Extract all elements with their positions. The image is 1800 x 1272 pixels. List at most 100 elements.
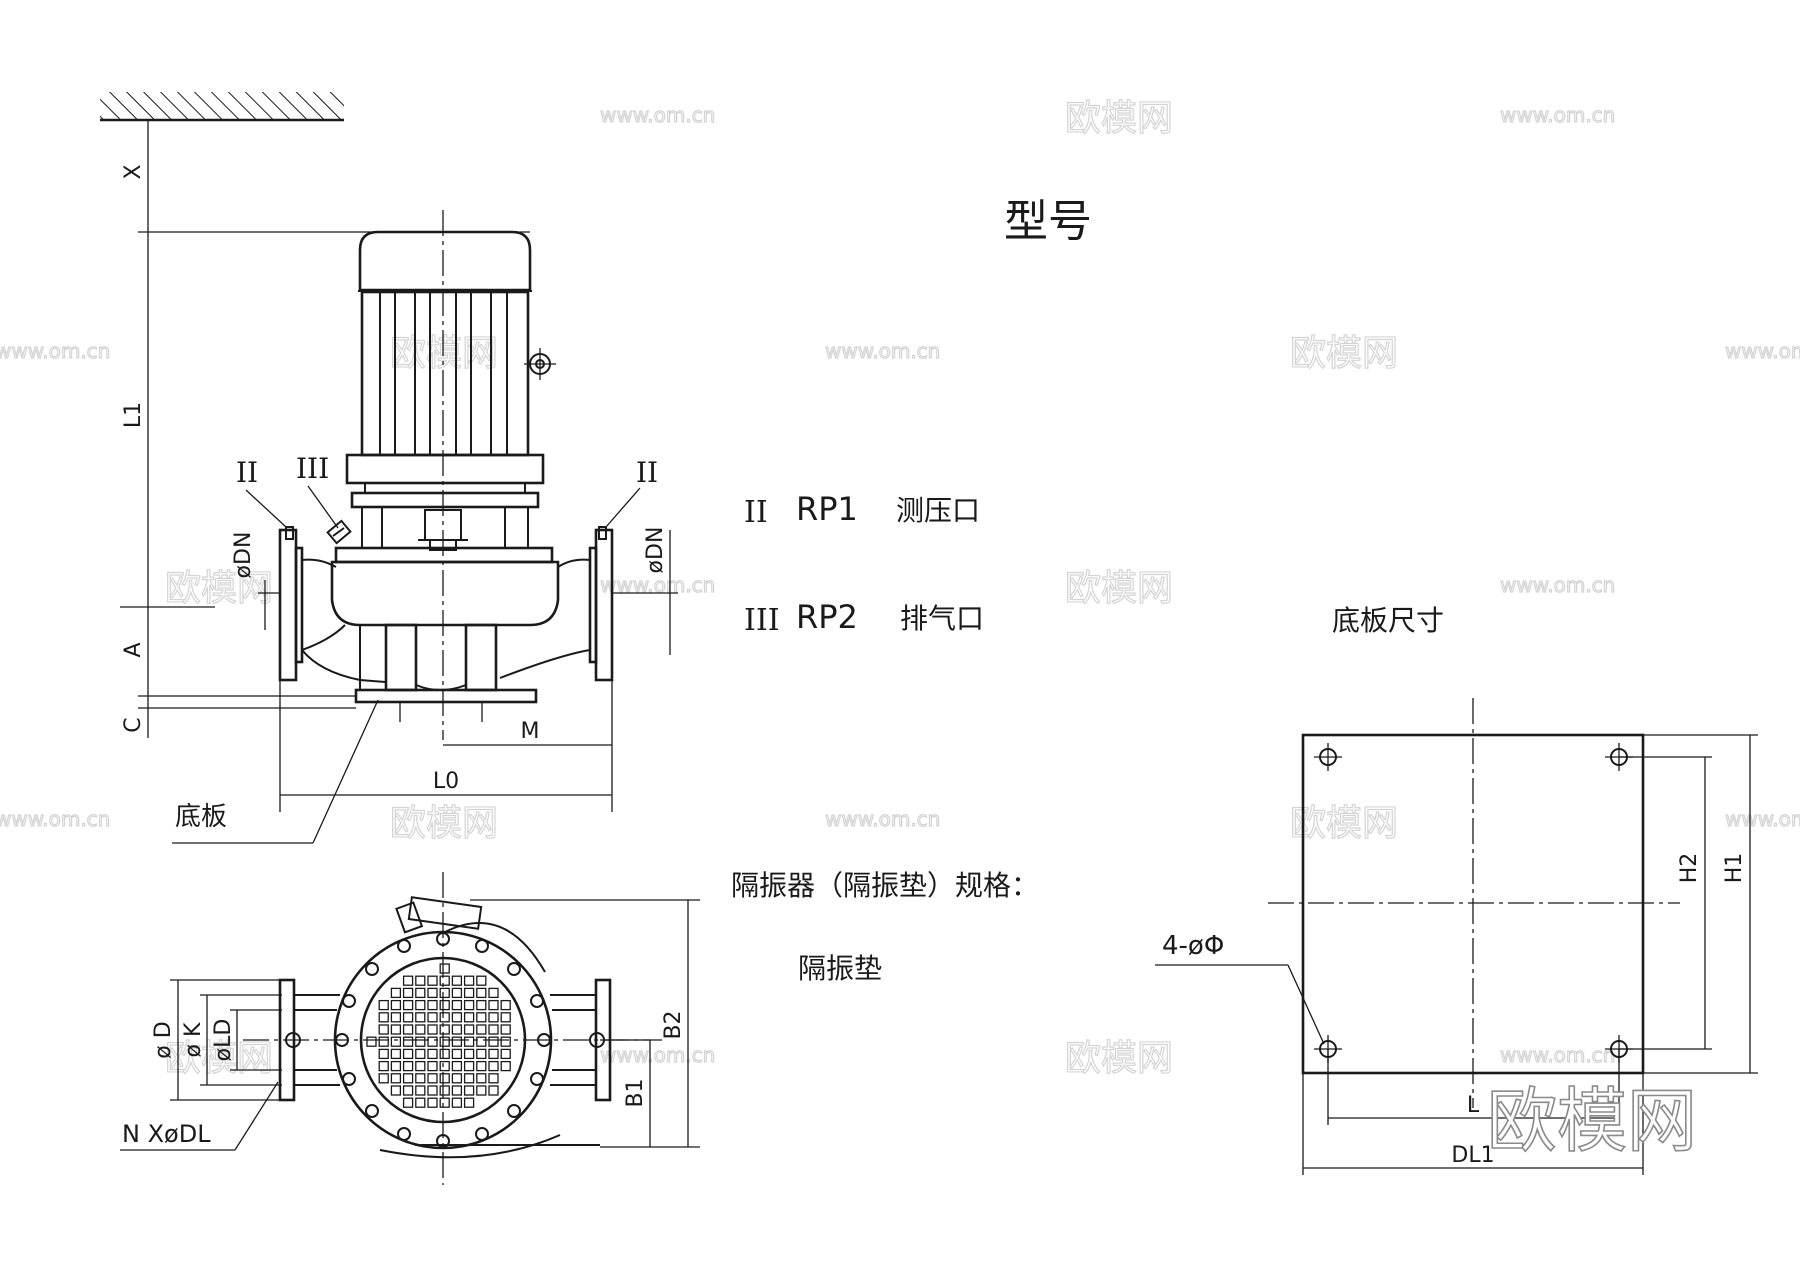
legend-roman: II bbox=[744, 495, 768, 530]
grill-cell bbox=[488, 987, 499, 999]
legend-roman: III bbox=[744, 603, 780, 638]
grill-cell bbox=[476, 1073, 487, 1084]
grill-cell bbox=[439, 987, 450, 999]
marker-ii-right: II bbox=[636, 456, 658, 489]
grill-cell bbox=[427, 1097, 438, 1108]
grill-cell bbox=[500, 999, 511, 1011]
grill-cell bbox=[415, 1012, 426, 1023]
dim-k-label: ø K bbox=[181, 1022, 206, 1057]
grill-cell bbox=[488, 999, 499, 1011]
grill-cell bbox=[427, 1060, 438, 1072]
grill-cell bbox=[463, 975, 475, 986]
grill-cell bbox=[427, 1012, 438, 1023]
bolt-holes bbox=[335, 932, 551, 1148]
grill-cell bbox=[390, 1048, 402, 1060]
grill-cell bbox=[402, 1060, 414, 1072]
marker-iii: III bbox=[296, 452, 329, 485]
dim-l0-label: L0 bbox=[433, 769, 459, 794]
port-legend: II RP1 测压口 III RP2 排气口 bbox=[744, 490, 984, 638]
page-title: 型号 bbox=[1004, 196, 1092, 247]
grill-cell bbox=[463, 1048, 475, 1060]
watermark-brand: 欧模网 bbox=[1065, 1038, 1173, 1079]
grill-cell bbox=[451, 975, 463, 986]
grill-cell bbox=[500, 1036, 511, 1047]
grill-cell bbox=[488, 1060, 499, 1072]
ceiling-hatch bbox=[100, 92, 344, 122]
grill-cell bbox=[451, 1060, 463, 1072]
dim-h1-label: H1 bbox=[1722, 853, 1747, 884]
grill-cell bbox=[402, 1097, 414, 1108]
grill-cell bbox=[378, 1036, 389, 1047]
watermark-brand: 欧模网 bbox=[390, 333, 498, 374]
grill-cell bbox=[402, 1048, 414, 1060]
grill-cell bbox=[366, 1036, 377, 1047]
grill-cell bbox=[451, 1073, 463, 1084]
grill-cell bbox=[378, 1048, 389, 1060]
legend-code: RP1 bbox=[796, 490, 858, 528]
grill-cell bbox=[476, 1085, 487, 1096]
grill-cell bbox=[488, 1048, 499, 1060]
watermark-brand: 欧模网 bbox=[165, 1038, 273, 1079]
watermark-url: www.om.cn bbox=[1500, 103, 1615, 127]
grill-cell bbox=[390, 999, 402, 1011]
grill-cell bbox=[500, 1024, 511, 1035]
watermark-url: www.om.cn bbox=[1500, 1043, 1615, 1067]
watermark-brand: 欧模网 bbox=[1065, 568, 1173, 609]
grill-cell bbox=[415, 987, 426, 999]
grill-cell bbox=[451, 1085, 463, 1096]
grill-cell bbox=[402, 975, 414, 986]
grill-cell bbox=[378, 1012, 389, 1023]
legend-desc: 测压口 bbox=[896, 494, 980, 527]
grill-cell bbox=[402, 1073, 414, 1084]
top-view-dimensions: ø D ø K øLD N XøDL B1 B2 bbox=[120, 899, 700, 1151]
grill-cell bbox=[427, 999, 438, 1011]
dim-l-label: L bbox=[1467, 1093, 1480, 1118]
grill-cell bbox=[415, 1073, 426, 1084]
grill-cell bbox=[402, 1024, 414, 1035]
grill-cell bbox=[390, 1036, 402, 1047]
watermark-brand: 欧模网 bbox=[1290, 803, 1398, 844]
isolator-value: 隔振垫 bbox=[798, 952, 882, 985]
legend-desc: 排气口 bbox=[900, 602, 984, 635]
grill-cell bbox=[451, 1036, 463, 1047]
grill-cell bbox=[415, 1085, 426, 1096]
grill-cell bbox=[451, 987, 463, 999]
grill-cell bbox=[390, 1085, 402, 1096]
grill-cell bbox=[463, 1060, 475, 1072]
grill-cell bbox=[463, 987, 475, 999]
dim-nxdl-label: N XøDL bbox=[122, 1120, 211, 1148]
grill-cell bbox=[476, 1060, 487, 1072]
grill-cell bbox=[476, 975, 487, 986]
grill-cell bbox=[500, 1048, 511, 1060]
grill-cell bbox=[390, 1012, 402, 1023]
grill-cell bbox=[476, 1048, 487, 1060]
grill-cell bbox=[439, 1060, 450, 1072]
grill-cell bbox=[415, 975, 426, 986]
grill-cell bbox=[427, 975, 438, 986]
grill-cell bbox=[378, 1024, 389, 1035]
grill-cell bbox=[463, 1097, 475, 1108]
grill-cell bbox=[451, 999, 463, 1011]
grill-cell bbox=[402, 999, 414, 1011]
grill-cell bbox=[463, 1024, 475, 1035]
dim-a-label: A bbox=[121, 642, 146, 657]
pump-front-view bbox=[278, 210, 614, 740]
grill-cell bbox=[439, 1048, 450, 1060]
grill-cell bbox=[390, 1024, 402, 1035]
grill-cell bbox=[402, 987, 414, 999]
grill-cell bbox=[390, 1073, 402, 1084]
grill-cell bbox=[463, 1085, 475, 1096]
dim-ld-label: øLD bbox=[211, 1019, 236, 1062]
watermark-url: www.om.cn bbox=[1725, 807, 1800, 831]
watermark-url: www.om.cn bbox=[600, 103, 715, 127]
dim-phi-label: 4-øΦ bbox=[1162, 931, 1224, 961]
front-view-dimensions: X L1 A C øDN øDN M L0 底板 II bbox=[120, 120, 678, 844]
grill-cell bbox=[476, 999, 487, 1011]
dim-l1-label: L1 bbox=[121, 402, 146, 428]
dim-c-label: C bbox=[121, 717, 146, 732]
watermark-url: www.om.cn bbox=[1500, 573, 1615, 597]
grill-cell bbox=[378, 1060, 389, 1072]
marker-ii-left: II bbox=[236, 456, 258, 489]
watermark-brand: 欧模网 bbox=[390, 803, 498, 844]
